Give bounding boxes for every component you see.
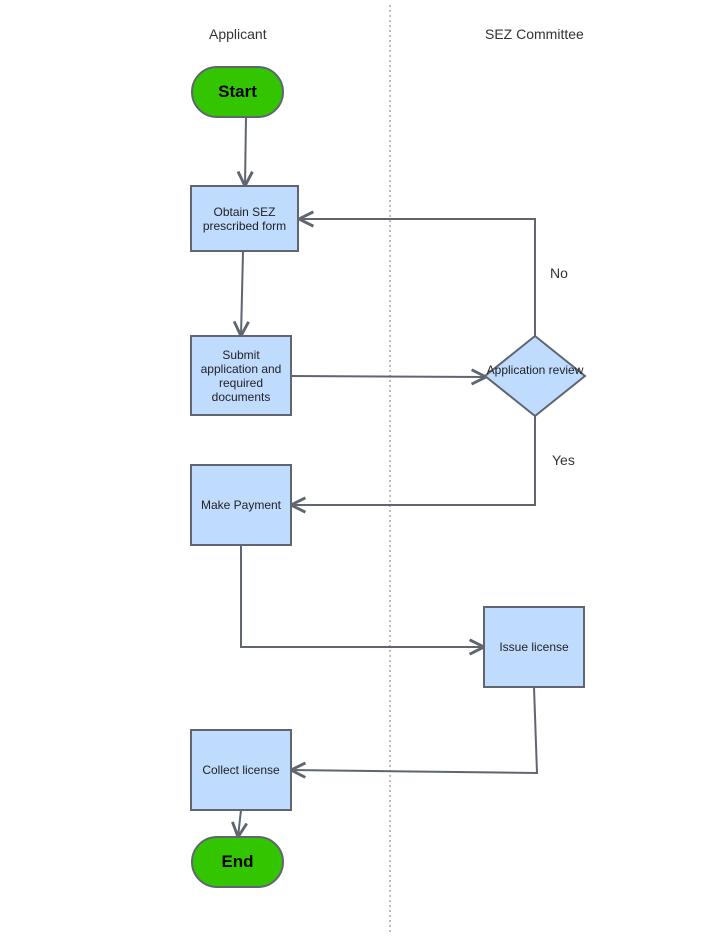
process-obtain-form: Obtain SEZ prescribed form (190, 185, 299, 252)
start-node: Start (191, 66, 284, 118)
end-node-label: End (221, 852, 254, 871)
process-obtain-form-label: Obtain SEZ prescribed form (202, 204, 287, 233)
process-make-payment-label: Make Payment (200, 498, 282, 512)
edge-review-no-to-obtain (299, 219, 536, 336)
edge-start-to-obtain (245, 116, 246, 186)
edge-payment-to-issue (240, 545, 484, 647)
edge-issue-to-collect (291, 686, 539, 773)
process-issue-license: Issue license (483, 606, 585, 688)
end-node: End (191, 836, 284, 888)
lane-label-sez-committee: SEZ Committee (485, 26, 584, 42)
process-issue-license-label: Issue license (499, 640, 569, 654)
process-collect-license-label: Collect license (202, 763, 280, 777)
decision-application-review-label: Application review (486, 363, 584, 377)
start-node-label: Start (218, 82, 257, 101)
decision-diamond (483, 334, 587, 418)
process-collect-license: Collect license (190, 729, 292, 811)
process-make-payment: Make Payment (190, 464, 292, 546)
edge-submit-to-review (290, 376, 486, 377)
edge-review-yes-to-payment (291, 416, 536, 505)
edge-label-no: No (550, 265, 568, 281)
process-submit-application: Submit application and required document… (190, 335, 292, 416)
process-submit-application-label: Submit application and required document… (200, 347, 282, 404)
edge-collect-to-end (238, 809, 241, 837)
edge-obtain-to-submit (241, 251, 243, 336)
lane-label-applicant: Applicant (209, 26, 267, 42)
edge-label-yes: Yes (552, 452, 575, 468)
